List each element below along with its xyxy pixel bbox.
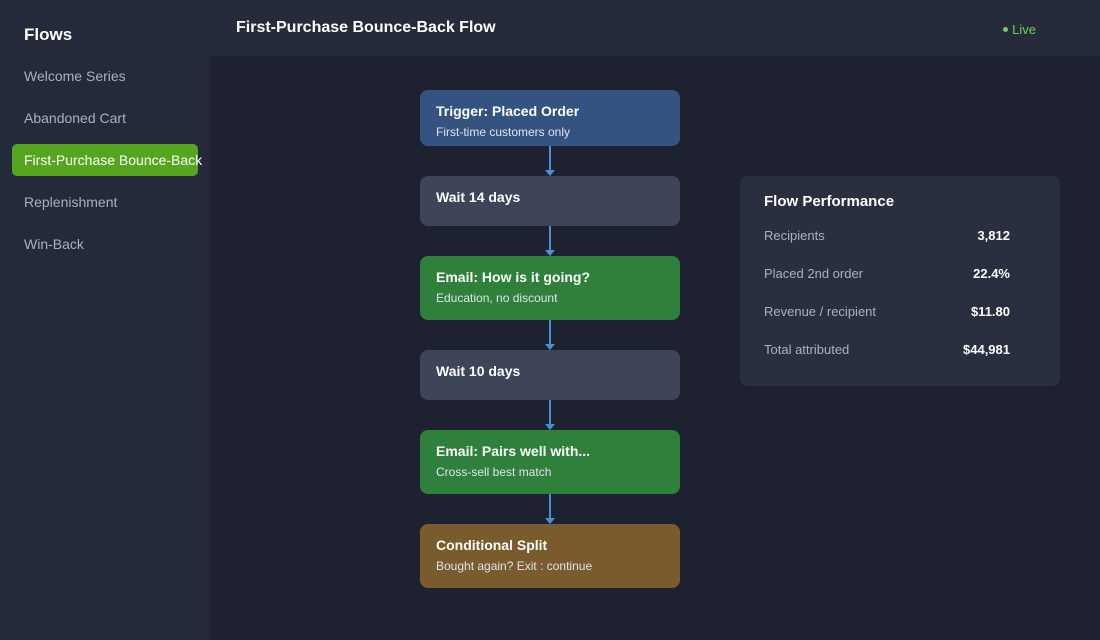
node-subtitle: Education, no discount (436, 291, 558, 305)
sidebar-item-first-purchase-bounce-back[interactable]: First-Purchase Bounce-Back (12, 144, 202, 176)
flow-node-trigger[interactable]: Trigger: Placed Order First-time custome… (420, 90, 680, 146)
stat-label: Recipients (764, 227, 825, 243)
arrow-down-icon (545, 518, 555, 524)
node-subtitle: Cross-sell best match (436, 465, 552, 479)
node-title: Email: How is it going? (436, 269, 590, 285)
stat-label: Revenue / recipient (764, 303, 877, 319)
flow-connector (549, 494, 551, 518)
stat-row-total-attributed: Total attributed $44,981 (764, 339, 1010, 359)
sidebar-title: Flows (24, 25, 73, 44)
node-title: Trigger: Placed Order (436, 103, 580, 119)
flow-connector (549, 146, 551, 170)
flow-node-wait-14-days[interactable]: Wait 14 days (420, 176, 680, 226)
flow-connector (549, 226, 551, 250)
arrow-down-icon (545, 250, 555, 256)
sidebar-item-replenishment[interactable]: Replenishment (24, 194, 118, 210)
node-subtitle: First-time customers only (436, 125, 571, 139)
node-subtitle: Bought again? Exit : continue (436, 559, 593, 573)
flow-node-email-pairs-well-with[interactable]: Email: Pairs well with... Cross-sell bes… (420, 430, 680, 494)
stat-value: 22.4% (973, 265, 1010, 281)
stat-label: Total attributed (764, 341, 850, 357)
stat-value: $44,981 (963, 341, 1010, 357)
flow-connector (549, 400, 551, 424)
node-title: Wait 10 days (436, 363, 521, 379)
stat-row-revenue-per-recipient: Revenue / recipient $11.80 (764, 301, 1010, 321)
node-title: Conditional Split (436, 537, 548, 553)
node-title: Email: Pairs well with... (436, 443, 591, 459)
stat-value: 3,812 (977, 227, 1010, 243)
sidebar: Flows Welcome Series Abandoned Cart Firs… (0, 0, 210, 640)
arrow-down-icon (545, 344, 555, 350)
stat-row-placed-2nd-order: Placed 2nd order 22.4% (764, 263, 1010, 283)
arrow-down-icon (545, 170, 555, 176)
header: First-Purchase Bounce-Back Flow Live (210, 0, 1100, 56)
node-title: Wait 14 days (436, 189, 521, 205)
stat-row-recipients: Recipients 3,812 (764, 225, 1010, 245)
stat-label: Placed 2nd order (764, 265, 864, 281)
live-dot-icon (1003, 27, 1009, 32)
panel-title: Flow Performance (764, 193, 895, 210)
sidebar-item-welcome-series[interactable]: Welcome Series (24, 68, 126, 84)
flow-performance-panel: Flow Performance Recipients 3,812 Placed… (740, 176, 1060, 386)
page-title: First-Purchase Bounce-Back Flow (236, 19, 496, 36)
flow-node-email-how-is-it-going[interactable]: Email: How is it going? Education, no di… (420, 256, 680, 320)
flow-connector (549, 320, 551, 344)
arrow-down-icon (545, 424, 555, 430)
sidebar-item-abandoned-cart[interactable]: Abandoned Cart (24, 110, 126, 126)
flow-node-wait-10-days[interactable]: Wait 10 days (420, 350, 680, 400)
flow-node-conditional-split[interactable]: Conditional Split Bought again? Exit : c… (420, 524, 680, 588)
sidebar-item-win-back[interactable]: Win-Back (24, 236, 84, 252)
stat-value: $11.80 (970, 303, 1010, 319)
status-badge: Live (1003, 22, 1036, 37)
status-text: Live (1012, 22, 1036, 37)
